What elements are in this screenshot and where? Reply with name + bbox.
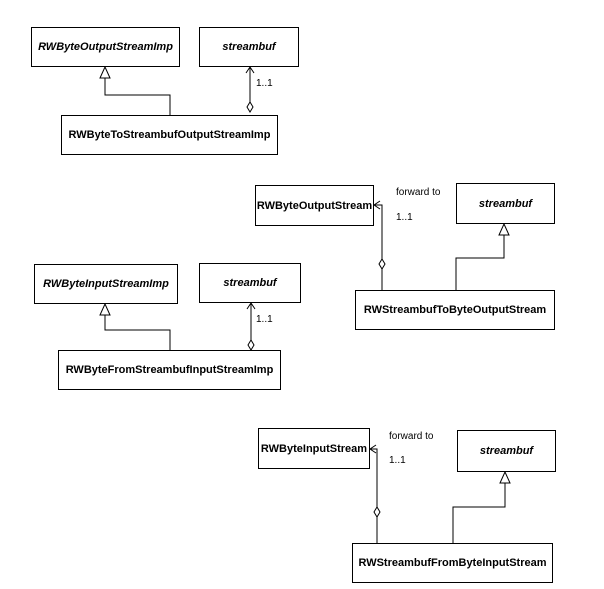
aggregation-link [369,444,381,543]
class-box-rwbyteinputstreamimp: RWByteInputStreamImp [34,264,178,304]
class-box-rwbyteinputstream: RWByteInputStream [258,428,370,469]
aggregation-link [246,302,256,351]
multiplicity-label: 1..1 [256,314,273,325]
aggregation-link [373,200,386,290]
class-box-rwbyteoutputstream: RWByteOutputStream [255,185,374,226]
multiplicity-label: 1..1 [256,78,273,89]
class-box-rwbyteoutputstreamimp: RWByteOutputStreamImp [31,27,180,67]
class-box-streambuf: streambuf [456,183,555,224]
generalization-arrow [452,470,511,543]
association-label: forward to [396,187,441,198]
class-box-rwbytetostreambufoutputstreamimp: RWByteToStreambufOutputStreamImp [61,115,278,155]
multiplicity-label: 1..1 [396,212,413,223]
class-box-streambuf: streambuf [199,27,299,67]
multiplicity-label: 1..1 [389,455,406,466]
class-box-rwbytefromstreambufinputstreamimp: RWByteFromStreambufInputStreamImp [58,350,281,390]
class-box-rwstreambuffrombyteinputstream: RWStreambufFromByteInputStream [352,543,553,583]
class-box-streambuf: streambuf [457,430,556,472]
association-label: forward to [389,431,434,442]
generalization-arrow [99,302,171,350]
generalization-arrow [455,222,510,290]
class-box-rwstreambuftobyteoutputstream: RWStreambufToByteOutputStream [355,290,555,330]
generalization-arrow [99,65,171,115]
class-box-streambuf: streambuf [199,263,301,303]
aggregation-link [245,66,255,113]
